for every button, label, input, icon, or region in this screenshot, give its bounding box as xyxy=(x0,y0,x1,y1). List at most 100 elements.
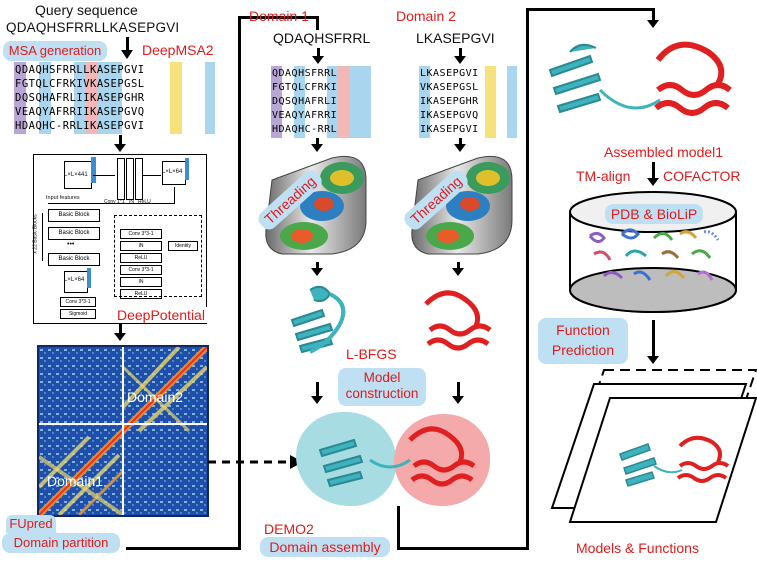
query-arrow-shaft xyxy=(126,37,129,51)
partition-connector-top xyxy=(238,16,318,19)
conv-out-box: Conv 3*3-1 xyxy=(60,297,96,307)
cofactor-label: COFACTOR xyxy=(663,168,741,184)
msa-row: IKASEPGVI xyxy=(420,124,479,135)
assembly-connector-down xyxy=(397,506,400,550)
assembly-connector-top xyxy=(526,8,654,11)
assembly-arrow-1 xyxy=(311,396,323,404)
domain1-map-label: Domain1 xyxy=(47,473,104,489)
model2-arrow xyxy=(452,268,464,276)
assembled-model-label: Assembled model1 xyxy=(604,144,724,160)
model-construction-label: Model construction xyxy=(345,370,419,401)
relu-box: ReLU xyxy=(120,289,162,299)
input-features-label: Input features xyxy=(46,195,80,201)
query-arrow-head xyxy=(121,50,133,59)
threading2-arrow xyxy=(454,144,466,152)
msa-row: DQSQHAFRLI xyxy=(272,96,338,107)
in-box: IN xyxy=(120,277,162,287)
msa-row: HDAQHC-RRLIKASEPGVI xyxy=(15,120,145,132)
msa-row: FGTQLCFRKIVKASEPGSL xyxy=(15,78,145,90)
model1-arrow xyxy=(311,268,323,276)
deepmsa2-label: DeepMSA2 xyxy=(142,42,214,58)
msa-row: HDAQHC-RRL xyxy=(272,124,338,135)
domain2-title: Domain 2 xyxy=(396,8,456,24)
demo2-label: DEMO2 xyxy=(264,521,314,537)
relu-col-label: ReLU xyxy=(138,199,151,205)
domain1-model xyxy=(290,285,346,354)
domain-partition-pill: Domain partition xyxy=(2,533,120,553)
basic-block: Basic Block xyxy=(48,227,100,240)
domain1-title: Domain 1 xyxy=(249,8,309,24)
msa-full: QDAQHSFRRLLKASEPGVI FGTQLCFRKIVKASEPGSL … xyxy=(15,63,145,133)
domain1-sequence: QDAQHSFRRL xyxy=(273,30,371,46)
result-pages xyxy=(550,369,757,523)
threading-cylinder-1 xyxy=(265,155,367,255)
partition-connector-bottom xyxy=(126,547,240,550)
results-arrow xyxy=(647,356,659,364)
assembly-ribbons xyxy=(318,426,476,488)
model-construction-pill: Model construction xyxy=(338,368,426,406)
msa-row: VKASEPGSL xyxy=(420,82,479,93)
tmalign-label: TM-align xyxy=(576,168,631,184)
basic-block-detail xyxy=(114,215,202,297)
in-col-label: IN xyxy=(129,199,134,205)
output-dim: L×L×64 xyxy=(64,277,85,283)
contact-map: Domain2 Domain1 xyxy=(37,345,209,517)
assembled-model-arrow xyxy=(647,20,659,28)
assembly-arrow-2 xyxy=(452,396,464,404)
msa-full-background xyxy=(14,62,215,136)
domain2-msa: LKASEPGVI VKASEPGSL IKASEPGHR IKASEPGVQ … xyxy=(420,67,479,137)
domain-assembly-pill: Domain assembly xyxy=(260,537,390,557)
msa-row: VEAQYAFRRIIKASEPGVQ xyxy=(15,106,145,118)
assembly-connector-up xyxy=(526,8,529,550)
input-dim-bottom: L×L×64 xyxy=(162,169,183,175)
input-dim-top: L×L×441 xyxy=(64,172,88,178)
assembled-model xyxy=(548,41,732,116)
query-sequence-label: Query sequence xyxy=(35,2,138,18)
msa-arrow-head xyxy=(114,144,126,152)
domain2-model xyxy=(424,290,492,351)
domain2-msa-arrow xyxy=(454,56,466,64)
dashed-arrow xyxy=(208,455,303,469)
msa-row: IKASEPGHR xyxy=(420,96,479,107)
threading1-arrow xyxy=(311,144,323,152)
in-box: IN xyxy=(120,241,162,251)
basic-block: Basic Block xyxy=(48,209,100,222)
contact-map-pattern xyxy=(39,347,207,515)
conv-box: Conv 3*3-1 xyxy=(120,229,162,239)
partition-connector-up xyxy=(238,16,241,550)
function-prediction-pill: Function Prediction xyxy=(538,318,628,364)
msa-row: FGTQLCFRKI xyxy=(272,82,338,93)
msa-row: VEAQYAFRRI xyxy=(272,110,338,121)
conv-column xyxy=(117,158,125,200)
db-arrow xyxy=(647,178,659,186)
assembly-connector-bottom xyxy=(397,547,527,550)
msa-generation-pill: MSA generation xyxy=(3,41,107,61)
output-cube xyxy=(64,268,91,293)
msa-row: IKASEPGVQ xyxy=(420,110,479,121)
deeppotential-label: DeepPotential xyxy=(115,307,207,323)
msa-arrow-shaft xyxy=(119,135,122,145)
msa-row: QDAQHSFRRLLKASEPGVI xyxy=(15,64,145,76)
identity-box: Identity xyxy=(168,241,198,251)
input-feature-cube xyxy=(64,157,96,189)
relu-box: ReLU xyxy=(120,253,162,263)
basic-block-ellipsis: ••• xyxy=(67,241,75,248)
conv-column xyxy=(135,158,143,200)
msa-row: QDAQHSFRRL xyxy=(272,68,338,79)
conv-box: Conv 3*3-1 xyxy=(120,265,162,275)
threading-cylinder-2 xyxy=(411,155,513,255)
net-arrow-head xyxy=(114,333,126,341)
conv-column xyxy=(126,158,134,200)
domain1-msa-arrow xyxy=(312,56,324,64)
basic-blocks-count: x 22 Basic Blocks xyxy=(32,214,39,254)
basic-block: Basic Block xyxy=(48,253,100,266)
msa-row: DQSQHAFRLIIKASEPGHR xyxy=(15,92,145,104)
fupred-label: FUpred xyxy=(6,515,56,533)
output-feature-cube xyxy=(162,158,189,185)
msa-row: LKASEPGVI xyxy=(420,68,479,79)
conv-col-label: Conv 1*1 xyxy=(104,199,125,205)
database-label: PDB & BioLiP xyxy=(605,204,703,224)
net-arrow-shaft xyxy=(119,324,122,334)
query-sequence: QDAQHSFRRLLKASEPGVI xyxy=(6,20,180,35)
domain1-msa: QDAQHSFRRL FGTQLCFRKI DQSQHAFRLI VEAQYAF… xyxy=(272,67,337,137)
